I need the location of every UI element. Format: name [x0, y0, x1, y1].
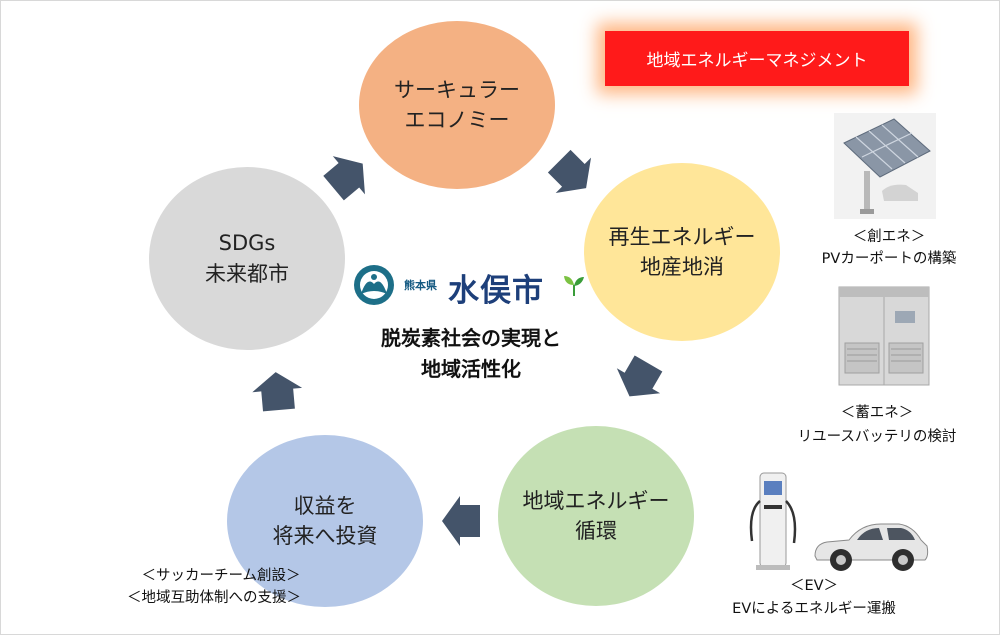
node-sdgs-city: SDGs 未来都市 [149, 167, 345, 350]
center-statement-line2: 地域活性化 [421, 357, 521, 381]
energy-management-label: 地域エネルギーマネジメント [646, 51, 868, 71]
arrow-sdgs-to-circular [323, 156, 365, 201]
caption-create-energy-desc: PVカーポートの構築 [821, 251, 957, 267]
node-renewable-local: 再生エネルギー 地産地消 [584, 163, 780, 341]
node-circular-economy-label: サーキュラー エコノミー [394, 77, 520, 132]
node-sdgs-city-label: SDGs 未来都市 [205, 231, 289, 286]
arrow-invest-to-sdgs [252, 372, 303, 412]
arrow-renew-to-loop [616, 355, 663, 397]
node-energy-circulation-label: 地域エネルギー 循環 [522, 488, 670, 543]
solar-carport-icon [834, 113, 936, 219]
city-prefecture: 熊本県 [404, 279, 437, 292]
center-statement-line1: 脱炭素社会の実現と [381, 326, 561, 350]
caption-ev-tag: ＜EV＞ [789, 578, 839, 594]
arrow-circular-to-renew [547, 149, 592, 194]
city-logo: 熊本県 水俣市 [353, 263, 588, 309]
node-invest-future-label: 収益を 将来へ投資 [272, 493, 378, 548]
arrow-loop-to-invest [442, 496, 480, 546]
caption-storage-desc: リユースバッテリの検討 [797, 429, 957, 445]
city-emblem-icon [354, 265, 394, 305]
ev-charger-icon [749, 472, 797, 570]
caption-mutual-aid: ＜地域互助体制への支援＞ [127, 590, 301, 606]
ev-car-icon [814, 523, 929, 571]
node-energy-circulation: 地域エネルギー 循環 [498, 426, 694, 606]
caption-create-energy-tag: ＜創エネ＞ [852, 229, 926, 245]
leaf-icon [564, 276, 584, 296]
caption-storage-tag: ＜蓄エネ＞ [840, 405, 914, 421]
node-circular-economy: サーキュラー エコノミー [359, 21, 555, 189]
energy-management-box: 地域エネルギーマネジメント [605, 31, 909, 86]
city-name: 水俣市 [448, 273, 544, 309]
node-invest-future: 収益を 将来へ投資 [227, 435, 423, 607]
battery-cabinet-icon [838, 286, 930, 386]
node-renewable-local-label: 再生エネルギー 地産地消 [608, 224, 756, 279]
caption-ev-desc: EVによるエネルギー運搬 [732, 601, 896, 617]
caption-soccer-team: ＜サッカーチーム創設＞ [141, 568, 301, 584]
